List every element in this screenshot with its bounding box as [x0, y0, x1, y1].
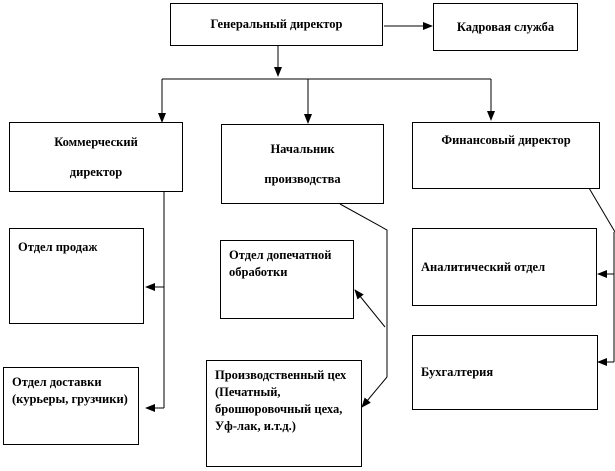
accounting-box: Бухгалтерия — [412, 335, 598, 410]
finance-trunk-line — [588, 187, 615, 233]
ceo-box: Генеральный директор — [170, 3, 383, 46]
analytics-label: Аналитический отдел — [421, 259, 546, 274]
commercial-label: Коммерческий директор — [54, 135, 138, 179]
delivery-box: Отдел доставки (курьеры, грузчики) — [3, 367, 139, 445]
finance-box: Финансовый директор — [412, 122, 600, 189]
hr-box: Кадровая служба — [433, 3, 578, 51]
sales-label: Отдел продаж — [18, 240, 98, 254]
hr-label: Кадровая служба — [456, 19, 555, 34]
production-trunk-line — [339, 203, 388, 377]
prepress-box: Отдел допечатной обработки — [220, 240, 354, 319]
production-box: Начальник производства — [221, 124, 384, 204]
analytics-box: Аналитический отдел — [412, 228, 597, 306]
commercial-box: Коммерческий директор — [9, 122, 183, 192]
sales-box: Отдел продаж — [9, 228, 144, 324]
workshop-box: Производственный цех (Печатный, брошюров… — [206, 360, 362, 467]
production-label: Начальник производства — [264, 142, 341, 186]
delivery-label: Отдел доставки (курьеры, грузчики) — [12, 375, 128, 406]
accounting-label: Бухгалтерия — [421, 365, 494, 379]
ceo-label: Генеральный директор — [210, 17, 343, 31]
workshop-label: Производственный цех (Печатный, брошюров… — [215, 368, 347, 433]
finance-label: Финансовый директор — [441, 133, 571, 147]
prepress-label: Отдел допечатной обработки — [229, 248, 332, 279]
to-prepress-arrow — [354, 289, 386, 328]
to-workshop-arrow — [361, 376, 388, 408]
